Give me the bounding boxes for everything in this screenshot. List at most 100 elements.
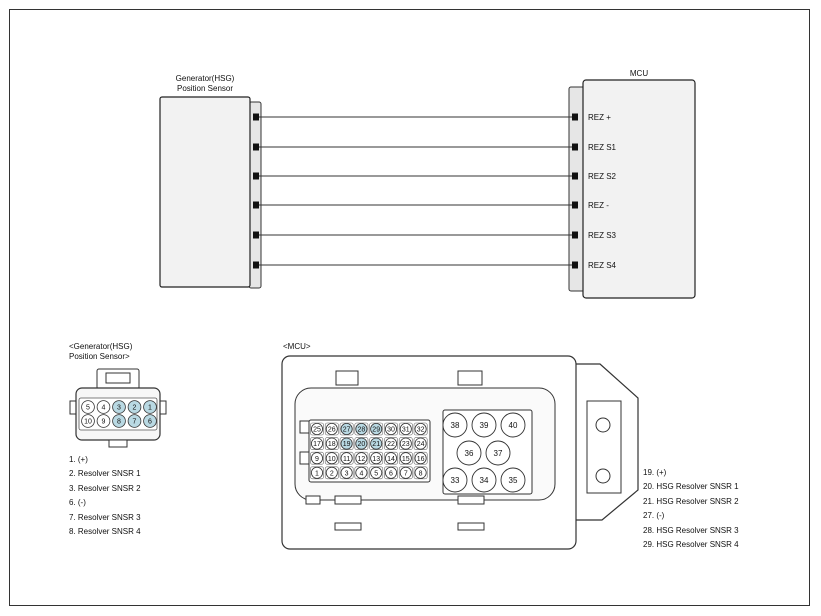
mcu-pin-27 — [340, 422, 353, 435]
mcu-pin-30 — [384, 422, 397, 435]
legend-item: 19. (+) — [643, 468, 667, 477]
mcu-pin-10 — [325, 452, 338, 465]
sensor-pin-number: 3 — [117, 405, 121, 412]
mcu-pin-14 — [384, 452, 397, 465]
mcu-terminal — [572, 261, 578, 269]
sensor-pin-number: 10 — [84, 419, 92, 426]
mcu-pin-number: 27 — [343, 427, 351, 434]
mcu-pin-number: 3 — [345, 470, 349, 477]
mcu-pin-label: REZ S2 — [588, 172, 617, 181]
mcu-bottom-tab-2 — [334, 495, 362, 505]
mcu-pin-7 — [399, 466, 412, 479]
sensor-pin-5 — [81, 400, 95, 414]
mcu-pin-20 — [355, 437, 368, 450]
mcu-pin-label: REZ S4 — [588, 261, 617, 270]
mcu-pin-9 — [310, 452, 323, 465]
mcu-pin-number: 30 — [387, 427, 395, 434]
sensor-terminal — [253, 201, 259, 209]
mcu-pin-5 — [370, 466, 383, 479]
mcu-pin-8 — [414, 466, 427, 479]
mcu-pin-37 — [485, 440, 511, 466]
sensor-connector-strip — [248, 101, 262, 289]
mcu-pin-21 — [370, 437, 383, 450]
mcu-pin-number: 34 — [480, 476, 489, 485]
mcu-terminal — [572, 143, 578, 151]
sensor-title-line2: Position Sensor — [176, 84, 234, 93]
mcu-pin-label: REZ S1 — [588, 143, 617, 152]
sensor-title-line1: Generator(HSG) — [175, 74, 235, 83]
mcu-pin-number: 17 — [313, 441, 321, 448]
mcu-pin-number: 6 — [389, 470, 393, 477]
mcu-pin-number: 23 — [402, 441, 410, 448]
mcu-pin-label: REZ S3 — [588, 231, 617, 240]
mcu-signal-pin-block — [308, 419, 431, 483]
mcu-bottom-tab-4 — [334, 522, 362, 531]
mcu-pin-38 — [442, 412, 468, 438]
legend-item: 27. (-) — [643, 511, 665, 521]
mcu-pin-number: 25 — [313, 427, 321, 434]
mcu-pin-number: 10 — [328, 456, 336, 463]
sensor-pin-7 — [127, 414, 142, 428]
sensor-pin-1 — [143, 400, 157, 414]
mcu-bottom-tab-5 — [457, 522, 485, 531]
mcu-pin-number: 24 — [417, 441, 425, 448]
sensor-connector-label-line1: <Generator(HSG) — [69, 342, 133, 351]
mcu-pin-34 — [471, 467, 497, 493]
sensor-pin-4 — [96, 400, 111, 414]
mcu-pin-number: 39 — [480, 421, 489, 430]
mcu-pin-number: 37 — [494, 449, 503, 458]
mcu-terminal — [572, 113, 578, 121]
mcu-pin-number: 35 — [509, 476, 518, 485]
sensor-pin-legend: 1. (+) 2. Resolver SNSR 1 3. Resolver SN… — [69, 453, 141, 539]
mcu-pin-24 — [414, 437, 427, 450]
sensor-terminal — [253, 143, 259, 151]
mcu-pin-number: 5 — [374, 470, 378, 477]
legend-item: 1. (+) — [69, 455, 88, 464]
sensor-box — [159, 96, 251, 288]
mcu-pin-17 — [310, 437, 323, 450]
mcu-pin-13 — [370, 452, 383, 465]
sensor-pin-number: 9 — [102, 419, 106, 426]
mcu-pin-number: 33 — [451, 476, 460, 485]
mcu-pin-label: REZ - — [588, 201, 609, 210]
legend-item: 3. Resolver SNSR 2 — [69, 483, 141, 493]
wire-group — [253, 113, 578, 269]
mcu-pin-number: 1 — [315, 470, 319, 477]
mcu-pin-6 — [384, 466, 397, 479]
mcu-pin-19 — [340, 437, 353, 450]
mcu-pin-40 — [500, 412, 526, 438]
mcu-pin-number: 14 — [387, 456, 395, 463]
sensor-pin-number: 1 — [148, 405, 152, 412]
mcu-pin-number: 8 — [419, 470, 423, 477]
mcu-pin-number: 2 — [330, 470, 334, 477]
mcu-pin-39 — [471, 412, 497, 438]
mcu-pin-number: 15 — [402, 456, 410, 463]
legend-item: 7. Resolver SNSR 3 — [69, 512, 141, 522]
legend-item: 28. HSG Resolver SNSR 3 — [643, 525, 739, 535]
sensor-connector-latch-inner — [105, 372, 131, 384]
mcu-mount-hole-top — [595, 417, 611, 433]
mcu-pin-number: 22 — [387, 441, 395, 448]
mcu-pin-number: 12 — [358, 456, 366, 463]
sensor-title: Generator(HSG) Position Sensor — [160, 74, 250, 94]
mcu-terminal — [572, 231, 578, 239]
mcu-pin-35 — [500, 467, 526, 493]
mcu-pin-number: 36 — [465, 449, 474, 458]
mcu-pin-number: 11 — [343, 456, 350, 463]
diagram-frame — [9, 9, 810, 606]
mcu-pin-number: 40 — [509, 421, 518, 430]
mcu-pin-25 — [310, 422, 323, 435]
mcu-pin-23 — [399, 437, 412, 450]
mcu-tab-1 — [335, 370, 359, 386]
legend-item: 2. Resolver SNSR 1 — [69, 469, 141, 479]
mcu-pin-legend: 19. (+) 20. HSG Resolver SNSR 1 21. HSG … — [643, 466, 739, 552]
sensor-pin-number: 6 — [148, 419, 152, 426]
mcu-bottom-tab-3 — [457, 495, 485, 505]
mcu-pin-16 — [414, 452, 427, 465]
sensor-terminal — [253, 172, 259, 180]
